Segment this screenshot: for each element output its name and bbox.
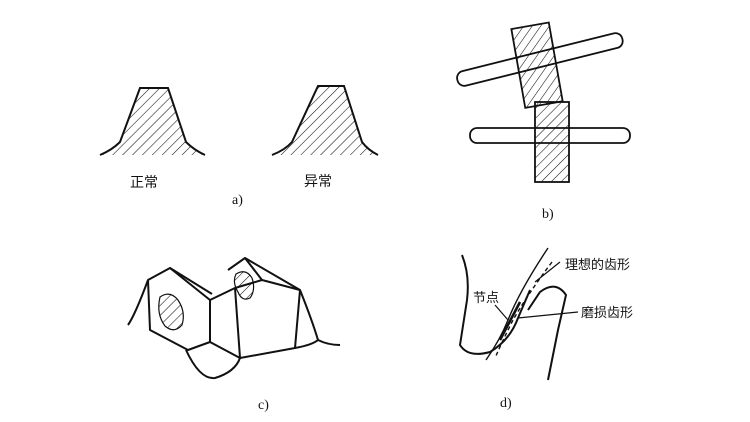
worn-profile-label: 磨损齿形 xyxy=(581,306,634,321)
leader-worn xyxy=(517,311,579,319)
ideal-profile-label: 理想的齿形 xyxy=(565,258,631,273)
caption-a: a) xyxy=(232,193,243,208)
worn-profile-curve xyxy=(494,261,553,359)
left-gear-tooth xyxy=(458,254,531,355)
normal-tooth xyxy=(100,88,205,155)
panel-b xyxy=(456,21,631,183)
panel-c xyxy=(127,257,341,380)
pitting-area-right xyxy=(233,271,255,300)
lower-gear xyxy=(534,101,570,183)
normal-label: 正常 xyxy=(130,175,158,191)
right-gear-tooth xyxy=(527,285,568,381)
pitch-point-label: 节点 xyxy=(473,291,500,306)
caption-b: b) xyxy=(542,207,554,222)
upper-gear-skewed xyxy=(510,21,564,109)
panel-a xyxy=(99,85,379,156)
abnormal-tooth-outline xyxy=(271,85,379,156)
leader-ideal xyxy=(534,261,561,283)
caption-c: c) xyxy=(258,398,269,413)
abnormal-label: 异常 xyxy=(304,174,332,190)
leader-pitch xyxy=(494,304,509,321)
caption-d: d) xyxy=(500,396,512,411)
abnormal-tooth xyxy=(272,86,378,155)
normal-tooth-outline xyxy=(99,87,206,156)
panel-d xyxy=(458,247,579,381)
pitting-area-left xyxy=(158,293,184,331)
